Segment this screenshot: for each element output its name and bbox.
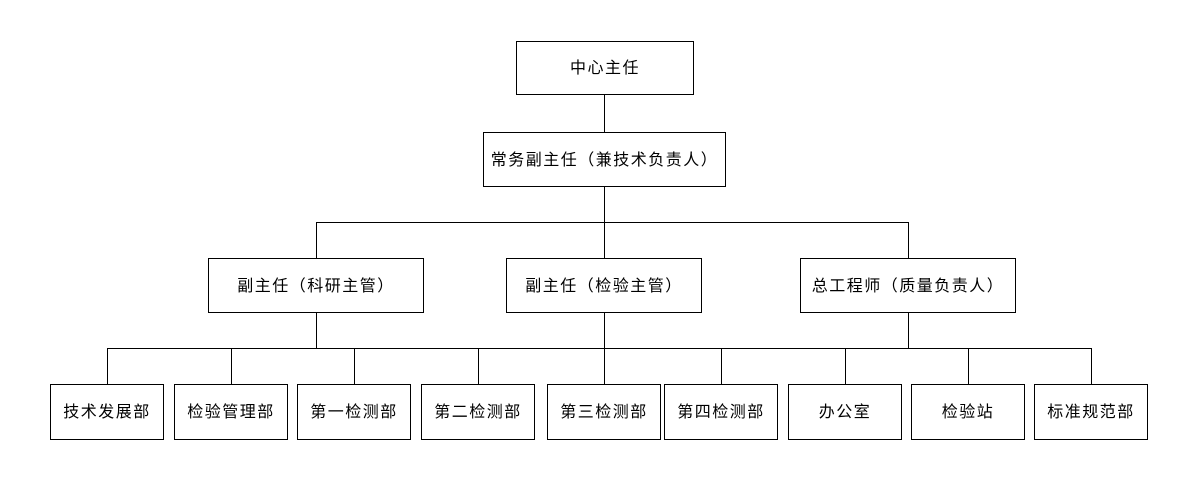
connector-drop-dept-9	[1091, 348, 1092, 384]
node-inspection-management-dept: 检验管理部	[174, 384, 288, 440]
connector-drop-dept-7	[845, 348, 846, 384]
connector-drop-dept-1	[107, 348, 108, 384]
node-inspection-station: 检验站	[911, 384, 1025, 440]
node-deputy-director-inspection: 副主任（检验主管）	[506, 258, 702, 313]
connector-l3-left-rail2	[316, 313, 317, 348]
connector-l1-l2	[604, 95, 605, 132]
node-third-testing-dept: 第三检测部	[547, 384, 661, 440]
node-standards-dept: 标准规范部	[1034, 384, 1148, 440]
connector-drop-dept-3	[354, 348, 355, 384]
connector-drop-dept-8	[968, 348, 969, 384]
node-deputy-director-research: 副主任（科研主管）	[208, 258, 424, 313]
connector-l3-right-rail2	[908, 313, 909, 348]
connector-drop-l3-left	[316, 222, 317, 258]
connector-drop-dept-2	[231, 348, 232, 384]
connector-rail-level4	[107, 348, 1092, 349]
node-executive-deputy-director: 常务副主任（兼技术负责人）	[483, 132, 726, 187]
node-general-office: 办公室	[788, 384, 902, 440]
node-second-testing-dept: 第二检测部	[421, 384, 535, 440]
connector-rail-level3	[316, 222, 909, 223]
connector-drop-dept-4	[478, 348, 479, 384]
node-tech-development-dept: 技术发展部	[50, 384, 164, 440]
node-center-director: 中心主任	[516, 41, 694, 95]
node-chief-engineer-quality: 总工程师（质量负责人）	[800, 258, 1016, 313]
connector-drop-dept-6	[721, 348, 722, 384]
node-fourth-testing-dept: 第四检测部	[664, 384, 778, 440]
connector-drop-l3-right	[908, 222, 909, 258]
node-first-testing-dept: 第一检测部	[297, 384, 411, 440]
